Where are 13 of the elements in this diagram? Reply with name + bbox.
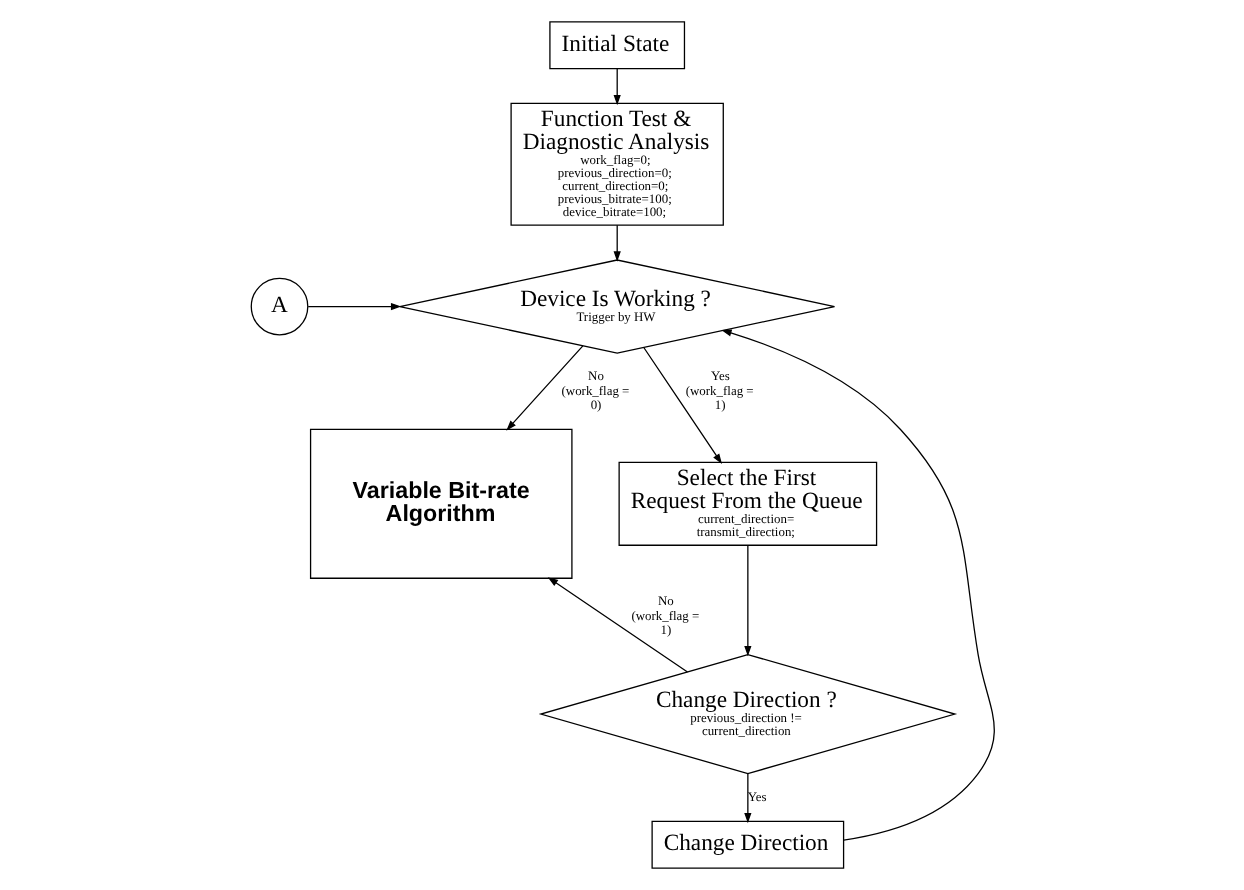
node-circle: A [249, 277, 308, 336]
node-box: Initial State [548, 21, 685, 70]
node-box: Variable Bit-rate Algorithm [308, 428, 572, 579]
arrow [743, 773, 751, 824]
node-box: Change Direction [650, 820, 844, 869]
arrow [306, 302, 401, 311]
arrow [743, 545, 751, 657]
arrow [720, 329, 994, 841]
arrow [546, 577, 688, 673]
arrow [612, 68, 620, 106]
arrow [642, 347, 721, 465]
arrow [612, 224, 620, 262]
arrow [505, 345, 583, 431]
